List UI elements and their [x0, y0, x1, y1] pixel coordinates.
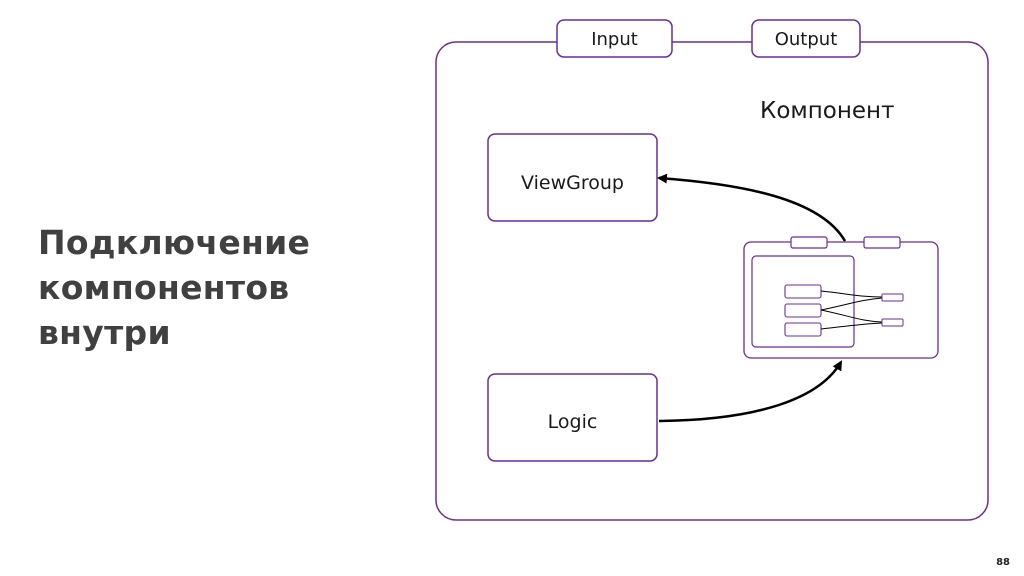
component-frame	[435, 41, 989, 521]
arrow-logic-to-nested	[658, 360, 843, 423]
slide-title: Подключение компонентов внутри	[38, 223, 311, 352]
nested-component[interactable]	[743, 236, 939, 359]
input-port-label: Input	[591, 29, 638, 50]
nested-connector	[820, 322, 883, 330]
nested-item	[784, 322, 822, 337]
nested-item	[784, 284, 822, 299]
output-port-label: Output	[775, 29, 838, 50]
output-port[interactable]: Output	[751, 19, 861, 58]
nested-output-slot	[881, 293, 904, 302]
arrow-nested-to-viewgroup	[657, 173, 847, 242]
page-number: 88	[996, 557, 1010, 568]
nested-connector	[820, 297, 883, 311]
viewgroup-label: ViewGroup	[521, 172, 624, 194]
logic-label: Logic	[548, 411, 598, 433]
viewgroup-block[interactable]: ViewGroup	[487, 133, 658, 222]
nested-component-frame	[743, 241, 939, 359]
nested-output-slot	[881, 318, 904, 327]
component-label: Компонент	[760, 98, 895, 124]
logic-block[interactable]: Logic	[487, 373, 658, 462]
nested-input-port	[790, 236, 828, 249]
nested-item	[784, 303, 822, 318]
nested-inner-frame	[751, 255, 855, 348]
input-port[interactable]: Input	[556, 19, 673, 58]
nested-connector	[820, 290, 883, 298]
nested-output-port	[863, 236, 901, 249]
nested-connector	[820, 309, 883, 323]
